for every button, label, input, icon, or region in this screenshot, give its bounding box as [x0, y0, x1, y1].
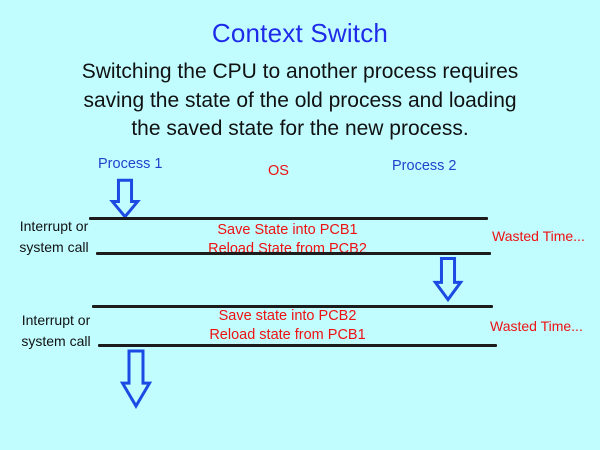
interrupt-label-1: Interrupt or system call	[8, 216, 100, 258]
description-line: Switching the CPU to another process req…	[81, 60, 519, 83]
column-label-process1: Process 1	[98, 156, 163, 172]
interrupt-label-2: Interrupt or system call	[10, 310, 102, 352]
description-line: saving the state of the old process and …	[83, 88, 517, 112]
column-label-os: OS	[268, 163, 289, 179]
down-arrow-icon	[121, 349, 151, 408]
action-line: Save state into PCB2	[218, 308, 357, 324]
interrupt-label-line: system call	[19, 239, 89, 255]
description-line: the saved state for the new process.	[131, 117, 469, 140]
interrupt-label-line: Interrupt or	[21, 312, 91, 328]
down-arrow-icon	[434, 257, 462, 301]
os-action-text-2: Save state into PCB2 Reload state from P…	[180, 307, 395, 344]
wasted-time-label-1: Wasted Time...	[492, 228, 585, 244]
interrupt-label-line: system call	[21, 333, 91, 349]
down-arrow-icon	[111, 179, 139, 218]
timeline-line-2	[96, 252, 491, 255]
column-label-process2: Process 2	[392, 158, 457, 174]
timeline-line-4	[98, 344, 497, 347]
action-line: Save State into PCB1	[217, 222, 358, 238]
description: Switching the CPU to another process req…	[0, 58, 600, 144]
page-title: Context Switch	[211, 18, 389, 48]
interrupt-label-line: Interrupt or	[19, 218, 89, 234]
action-line: Reload state from PCB1	[209, 326, 366, 343]
action-line: Reload State from PCB2	[208, 240, 367, 257]
timeline-line-3	[92, 305, 493, 308]
timeline-line-1	[89, 217, 488, 220]
wasted-time-label-2: Wasted Time...	[490, 318, 583, 334]
